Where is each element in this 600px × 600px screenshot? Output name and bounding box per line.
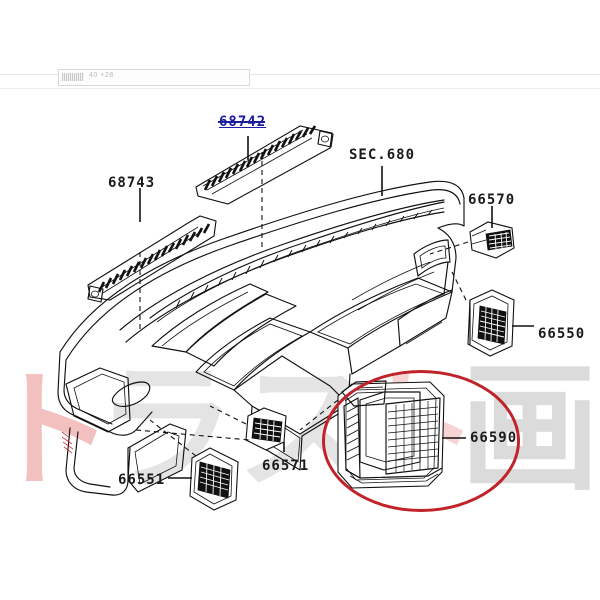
section-label-sec680[interactable]: SEC.680: [349, 147, 416, 163]
address-bar-text: 40 +28: [89, 72, 114, 79]
part-label-66550[interactable]: 66550: [538, 326, 586, 342]
part-shape-66571: [245, 407, 287, 451]
part-label-68743[interactable]: 68743: [108, 175, 156, 191]
part-shape-68742: [195, 125, 334, 205]
part-shape-66570: [469, 221, 515, 259]
part-shape-68743: [87, 215, 217, 303]
part-label-66551[interactable]: 66551: [118, 472, 166, 488]
address-bar[interactable]: 40 +28: [58, 69, 250, 86]
part-label-66571[interactable]: 66571: [262, 458, 310, 474]
part-label-68742[interactable]: 68742: [218, 114, 267, 130]
part-label-66590[interactable]: 66590: [470, 430, 518, 446]
part-shape-66551: [189, 447, 239, 511]
highlight-ellipse-66590: [322, 370, 520, 512]
part-shape-66550: [467, 289, 515, 357]
address-bar-icon: [62, 73, 84, 81]
part-label-66570[interactable]: 66570: [468, 192, 516, 208]
header-divider-bottom: [0, 88, 600, 89]
header-divider-top: [0, 74, 600, 75]
